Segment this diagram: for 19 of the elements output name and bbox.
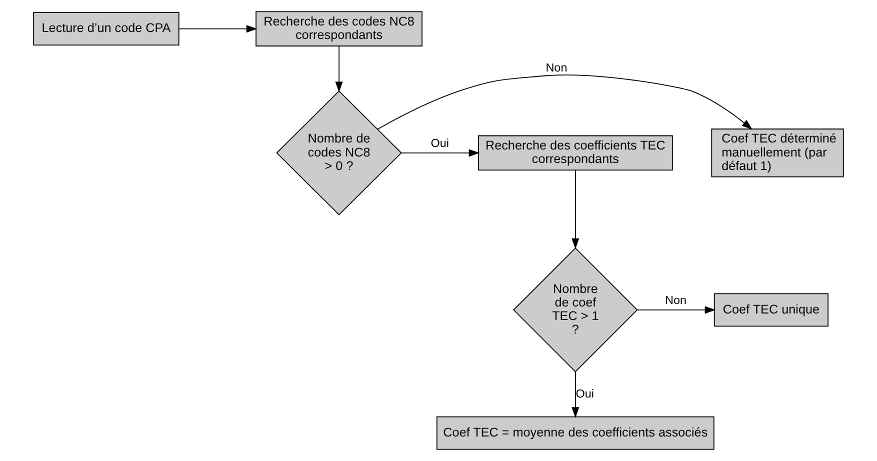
node-box: Coef TEC déterminé manuellement (par défaut 1) [711,128,844,178]
arrow [401,149,480,157]
edge-label: Oui [430,136,449,150]
arrow [178,25,258,33]
node-box: Recherche des codes NC8 correspondants [256,11,422,46]
arrow [572,371,580,418]
arrow [572,170,580,250]
edge-label: Non [546,62,568,75]
edge-label: Non [665,294,687,307]
node-box: Recherche des coefficients TEC correspondants [478,135,673,170]
node-diamond: Nombre de coef TEC > 1 ? [512,247,638,372]
edge-label: Oui [576,387,594,400]
node-box: Coef TEC unique [714,293,828,327]
arrow [636,306,716,314]
node-diamond: Nombre de codes NC8 > 0 ? [276,90,402,216]
arrow [377,74,752,130]
arrow [335,46,343,92]
node-box: Coef TEC = moyenne des coefficients associés [436,416,714,450]
node-box: Lecture d’un code CPA [33,12,180,46]
